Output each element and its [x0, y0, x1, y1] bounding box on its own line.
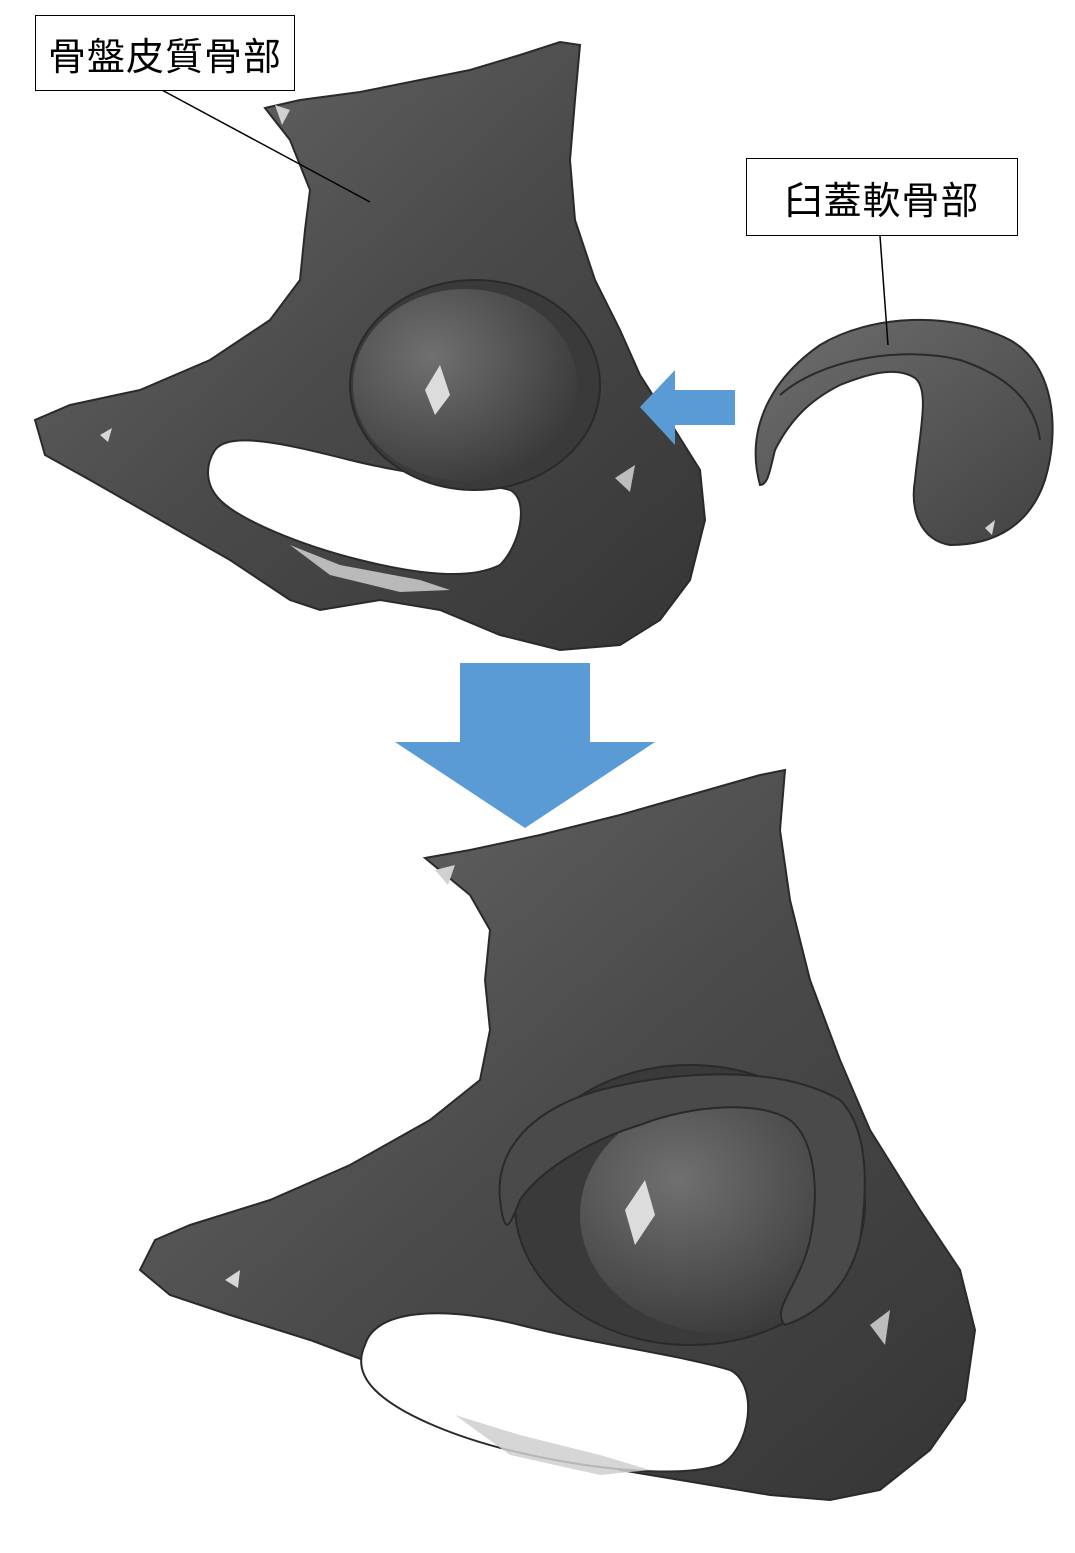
femoral-head-top: [353, 289, 577, 481]
pelvis-model-before: [35, 42, 705, 650]
cartilage-model: [756, 320, 1053, 545]
pelvis-model-combined: [140, 770, 975, 1500]
arrow-down-icon: [395, 663, 655, 828]
pelvic-cortical-bone-label: 骨盤皮質骨部: [35, 15, 295, 91]
acetabular-cartilage-label: 臼蓋軟骨部: [746, 158, 1018, 236]
